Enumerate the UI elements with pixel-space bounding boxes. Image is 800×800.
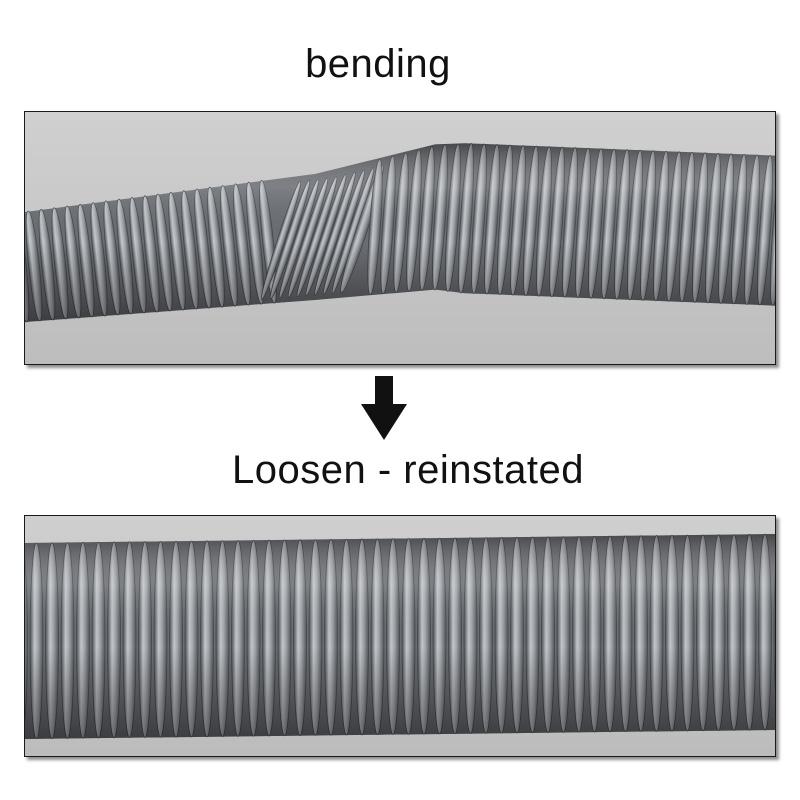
straight-hose-photo xyxy=(24,515,776,757)
bent-hose-photo xyxy=(24,111,776,365)
bent-hose-image xyxy=(25,112,775,364)
caption-bending: bending xyxy=(305,42,451,86)
caption-loosen-reinstated: Loosen - reinstated xyxy=(232,448,584,492)
down-arrow-icon xyxy=(361,376,407,440)
straight-hose-image xyxy=(25,516,775,756)
